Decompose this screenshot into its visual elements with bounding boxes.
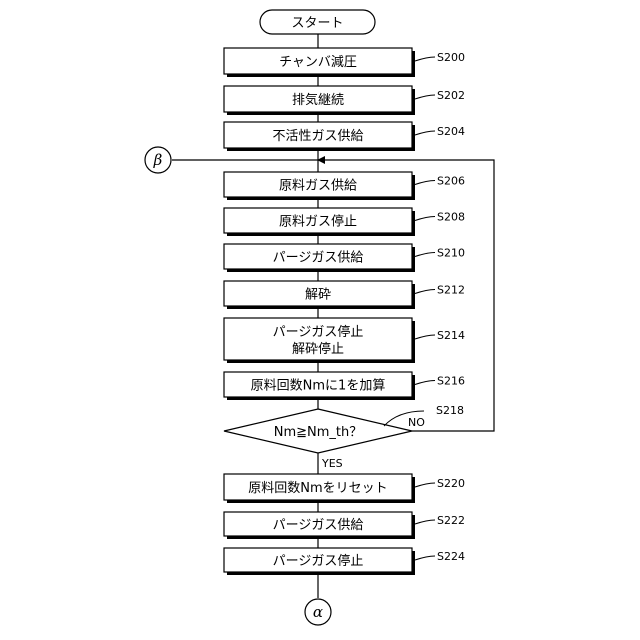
no-label: NO bbox=[408, 416, 425, 429]
process-boxes: チャンバ減圧S200排気継続S202不活性ガス供給S204原料ガス供給S206原… bbox=[224, 48, 465, 575]
process-step-S214: パージガス停止解砕停止 S214 bbox=[224, 318, 465, 363]
process-step-S200: チャンバ減圧 S200 bbox=[224, 48, 465, 77]
leader-line bbox=[415, 57, 435, 61]
step-text: 原料回数Nmに1を加算 bbox=[251, 379, 386, 394]
process-step-S216: 原料回数Nmに1を加算 S216 bbox=[224, 372, 465, 400]
decision-label: Nm≧Nm_th？ bbox=[274, 425, 363, 440]
leader-line bbox=[415, 483, 435, 487]
alpha-label: α bbox=[313, 603, 323, 621]
process-step-S208: 原料ガス停止 S208 bbox=[224, 208, 465, 236]
process-step-S224: パージガス停止 S224 bbox=[224, 548, 465, 575]
connector-alpha: α bbox=[305, 599, 331, 625]
step-id-S218: S218 bbox=[436, 404, 464, 417]
step-text: チャンバ減圧 bbox=[279, 54, 357, 70]
process-step-S212: 解砕 S212 bbox=[224, 281, 465, 309]
process-step-S210: パージガス供給 S210 bbox=[224, 244, 465, 272]
step-text: 原料回数Nmをリセット bbox=[248, 481, 387, 496]
step-id-S214: S214 bbox=[437, 329, 465, 342]
step-text: パージガス停止 bbox=[273, 324, 364, 340]
process-step-S204: 不活性ガス供給 S204 bbox=[224, 122, 465, 151]
step-id-S222: S222 bbox=[437, 514, 465, 527]
step-id-S202: S202 bbox=[437, 89, 465, 102]
leader-line bbox=[415, 131, 435, 135]
step-text: パージガス供給 bbox=[273, 518, 364, 533]
start-terminal: スタート bbox=[260, 10, 375, 34]
step-text-2: 解砕停止 bbox=[292, 341, 344, 357]
step-id-S210: S210 bbox=[437, 247, 465, 260]
start-label: スタート bbox=[291, 16, 343, 31]
leader-line bbox=[415, 217, 435, 221]
decision-diamond: Nm≧Nm_th？ NO YES S218 bbox=[224, 404, 464, 470]
step-text: 原料ガス供給 bbox=[279, 179, 357, 194]
leader-line bbox=[415, 253, 435, 257]
step-text: パージガス供給 bbox=[273, 251, 364, 266]
step-id-S200: S200 bbox=[437, 51, 465, 64]
step-text: 不活性ガス供給 bbox=[272, 129, 363, 144]
leader-line bbox=[415, 181, 435, 185]
step-id-S206: S206 bbox=[437, 175, 465, 188]
process-step-S222: パージガス供給 S222 bbox=[224, 512, 465, 539]
process-step-S220: 原料回数Nmをリセット S220 bbox=[224, 474, 465, 503]
step-text: 原料ガス停止 bbox=[279, 214, 357, 230]
step-text: 解砕 bbox=[305, 288, 331, 303]
step-text: パージガス停止 bbox=[273, 553, 364, 569]
leader-line bbox=[415, 290, 435, 294]
step-id-S220: S220 bbox=[437, 477, 465, 490]
yes-label: YES bbox=[321, 457, 343, 470]
step-id-S216: S216 bbox=[437, 375, 465, 388]
process-step-S202: 排気継続 S202 bbox=[224, 86, 465, 115]
leader-line bbox=[415, 335, 435, 339]
process-step-S206: 原料ガス供給 S206 bbox=[224, 172, 465, 200]
leader-line bbox=[415, 556, 435, 560]
leader-line bbox=[415, 381, 435, 385]
connector-beta: β bbox=[145, 147, 171, 173]
step-id-S204: S204 bbox=[437, 125, 465, 138]
step-id-S212: S212 bbox=[437, 284, 465, 297]
leader-line bbox=[415, 520, 435, 524]
leader-line bbox=[415, 95, 435, 99]
beta-label: β bbox=[153, 151, 163, 169]
step-text: 排気継続 bbox=[292, 92, 344, 108]
step-id-S224: S224 bbox=[437, 550, 465, 563]
step-id-S208: S208 bbox=[437, 211, 465, 224]
